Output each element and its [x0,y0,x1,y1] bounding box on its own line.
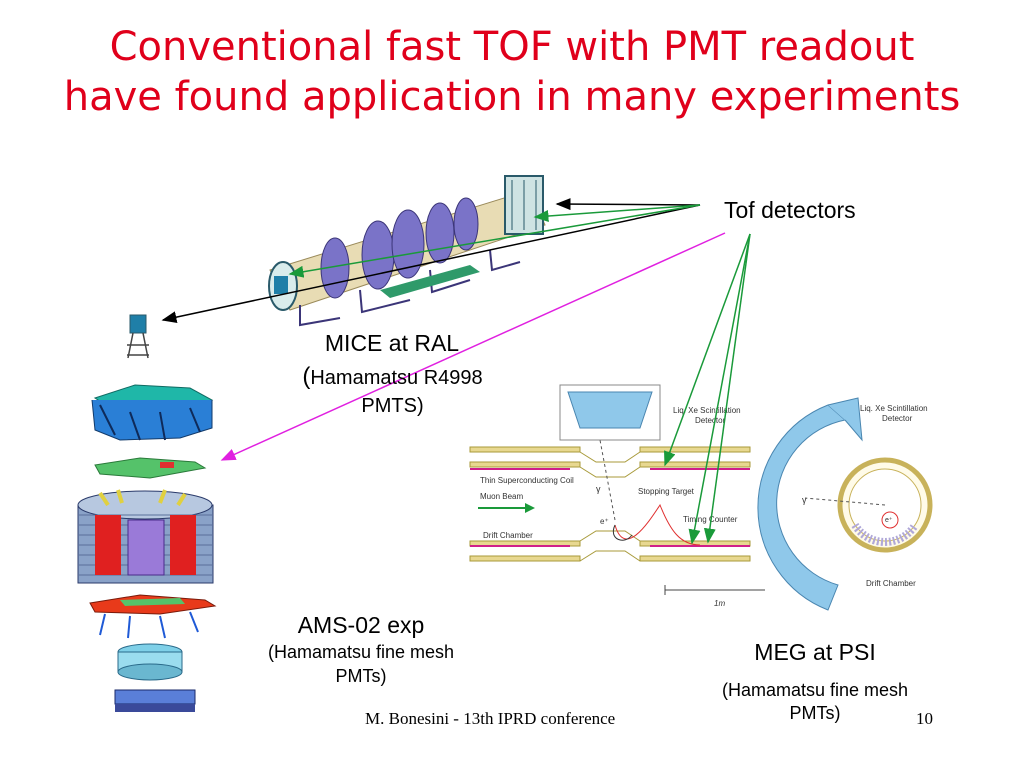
meg-diagram: Liq. Xe Scintillation Detector Thin Supe… [468,384,945,620]
arrow-to-meg-1 [664,233,751,467]
meg-stopping-target-label: Stopping Target [638,487,695,496]
arrow-to-mice-end-detector [555,198,701,211]
meg-scale-label: 1m [714,599,725,608]
title-line-2: have found application in many experimen… [63,74,961,120]
meg-name: MEG at PSI [754,639,876,665]
arrow-to-meg-3 [703,233,751,544]
mice-beamline-image [125,160,555,385]
mice-pmt-label: (Hamamatsu R4998 PMTS) [270,363,515,420]
meg-positron-symbol: e⁺ [600,517,609,526]
meg-coil-label: Thin Superconducting Coil [480,476,574,485]
tof-detectors-label: Tof detectors [724,197,856,223]
meg-gamma-symbol: γ [596,484,601,494]
mice-name: MICE at RAL [324,330,460,356]
mice-pmt-model: Hamamatsu R4998 [310,367,483,389]
meg-label: MEG at PSI (Hamamatsu fine mesh PMTs) [700,638,930,724]
meg-pmt-line-1: (Hamamatsu fine mesh [721,680,909,700]
meg-muon-beam-label: Muon Beam [480,492,523,501]
arrow-to-meg-2 [688,233,751,545]
mice-label: MICE at RAL [286,330,498,357]
footer-author: M. Bonesini - 13th IPRD conference [365,709,616,728]
mice-pmt-line-1: (Hamamatsu R4998 [270,363,515,392]
title-line-1: Conventional fast TOF with PMT readout [109,24,915,70]
ams-name: AMS-02 exp [297,612,425,638]
annotation-arrows [161,198,751,545]
ams-label: AMS-02 exp (Hamamatsu fine mesh PMTs) [246,610,476,688]
meg-positron-symbol-right: e⁺ [885,517,893,524]
meg-lxe-right-label-2: Detector [882,414,913,423]
ams-02-detector-image [60,384,220,715]
mice-pmt-paren: ( [302,363,311,390]
meg-lxe-left-label-2: Detector [695,416,726,425]
ams-pmt-line-1: (Hamamatsu fine mesh [267,642,455,662]
arrow-to-mice-green-1 [533,204,701,223]
arrow-to-ams [220,232,726,461]
ams-pmt-line-2: PMTs) [335,666,387,686]
footer-page-number: 10 [916,709,933,728]
meg-lxe-right-label: Liq. Xe Scintillation [860,404,928,413]
meg-lxe-left-label: Liq. Xe Scintillation [673,406,741,415]
arrow-to-mice-green-2 [288,204,701,278]
mice-pmt-line-2: PMTS) [361,395,424,417]
meg-drift-chamber-left-label: Drift Chamber [483,531,533,540]
meg-drift-chamber-right-label: Drift Chamber [866,579,916,588]
meg-pmt-line-2: PMTs) [789,703,841,723]
slide-title: Conventional fast TOF with PMT readout h… [0,22,1024,122]
arrow-to-mice-upstream-tof [161,204,701,324]
meg-gamma-symbol-right: γ [802,495,807,505]
